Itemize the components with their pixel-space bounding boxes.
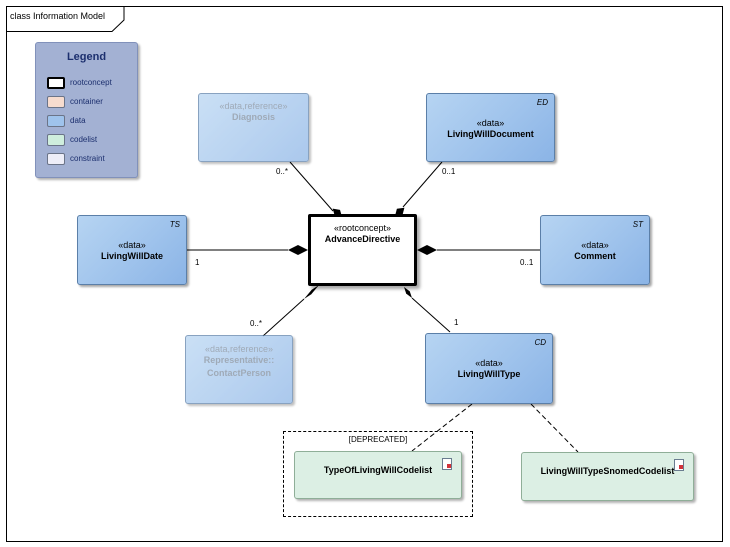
- stereotype-label: «rootconcept»: [333, 223, 392, 233]
- stereotype-label: «data»: [476, 118, 505, 128]
- datatype-tag: CD: [534, 338, 546, 347]
- class-name: Diagnosis: [231, 112, 275, 122]
- node-type-of-living-will-codelist[interactable]: TypeOfLivingWillCodelist: [294, 451, 462, 499]
- connector-contact-person[interactable]: [262, 298, 305, 337]
- class-name: LivingWillTypeSnomedCodelist: [540, 466, 675, 476]
- class-name: AdvanceDirective: [324, 234, 401, 244]
- class-name: TypeOfLivingWillCodelist: [323, 465, 433, 475]
- multiplicity-comment: 0..1: [520, 258, 534, 267]
- stereotype-label: «data,reference»: [204, 344, 274, 354]
- legend-label-constraint: constraint: [70, 154, 105, 163]
- stereotype-label: «data,reference»: [219, 101, 288, 111]
- node-diagnosis[interactable]: «data,reference» Diagnosis: [198, 93, 309, 162]
- codelist-document-icon: [674, 459, 684, 471]
- datatype-tag: TS: [169, 220, 180, 229]
- legend-swatch-container: [47, 96, 65, 108]
- legend-label-data: data: [70, 116, 86, 125]
- multiplicity-living-will-date: 1: [195, 258, 200, 267]
- node-contact-person[interactable]: «data,reference» Representative:: Contac…: [185, 335, 293, 404]
- diamond-comment: [417, 245, 437, 255]
- multiplicity-diagnosis: 0..*: [276, 167, 289, 176]
- node-living-will-document[interactable]: ED «data» LivingWillDocument: [426, 93, 555, 162]
- legend-label-rootconcept: rootconcept: [70, 78, 112, 87]
- class-package: Representative::: [203, 355, 275, 365]
- legend-title: Legend: [66, 51, 107, 63]
- stereotype-label: «data»: [475, 358, 503, 368]
- dependency-snomed-codelist[interactable]: [530, 403, 579, 453]
- multiplicity-living-will-type: 1: [454, 318, 459, 327]
- node-living-will-type[interactable]: CD «data» LivingWillType: [425, 333, 553, 404]
- deprecated-label: [DEPRECATED]: [348, 435, 408, 444]
- node-living-will-type-snomed-codelist[interactable]: LivingWillTypeSnomedCodelist: [521, 452, 694, 501]
- legend: Legend rootconcept container data codeli…: [35, 42, 138, 178]
- node-advance-directive[interactable]: «rootconcept» AdvanceDirective: [308, 214, 417, 286]
- legend-swatch-data: [47, 115, 65, 127]
- stereotype-label: «data»: [581, 240, 609, 250]
- diagram-title-tab: [6, 6, 125, 32]
- class-name: LivingWillDocument: [447, 129, 534, 139]
- datatype-tag: ED: [536, 98, 548, 107]
- diamond-living-will-type: [404, 287, 412, 298]
- legend-label-container: container: [70, 97, 103, 106]
- legend-swatch-codelist: [47, 134, 65, 146]
- codelist-document-icon: [442, 458, 452, 470]
- multiplicity-living-will-document: 0..1: [442, 167, 456, 176]
- node-living-will-date[interactable]: TS «data» LivingWillDate: [77, 215, 187, 285]
- legend-swatch-rootconcept: [47, 77, 65, 89]
- datatype-tag: ST: [632, 220, 643, 229]
- connector-living-will-document[interactable]: [402, 161, 443, 208]
- diagram-frame: [6, 6, 723, 542]
- connector-living-will-type[interactable]: [411, 297, 451, 333]
- class-name: LivingWillDate: [101, 251, 163, 261]
- multiplicity-contact-person: 0..*: [250, 319, 263, 328]
- diagram-title: class Information Model: [10, 11, 106, 21]
- node-comment[interactable]: ST «data» Comment: [540, 215, 650, 285]
- legend-swatch-constraint: [47, 153, 65, 165]
- legend-label-codelist: codelist: [70, 135, 98, 144]
- class-name: ContactPerson: [206, 368, 271, 378]
- dependency-type-codelist[interactable]: [411, 403, 473, 452]
- diamond-living-will-document: [395, 207, 405, 216]
- deprecated-frame: [DEPRECATED]: [283, 431, 473, 517]
- stereotype-label: «data»: [118, 240, 146, 250]
- class-name: Comment: [574, 251, 616, 261]
- diamond-living-will-date: [288, 245, 308, 255]
- diamond-contact-person: [304, 285, 319, 299]
- class-name: LivingWillType: [457, 369, 521, 379]
- connector-diagnosis[interactable]: [289, 161, 334, 212]
